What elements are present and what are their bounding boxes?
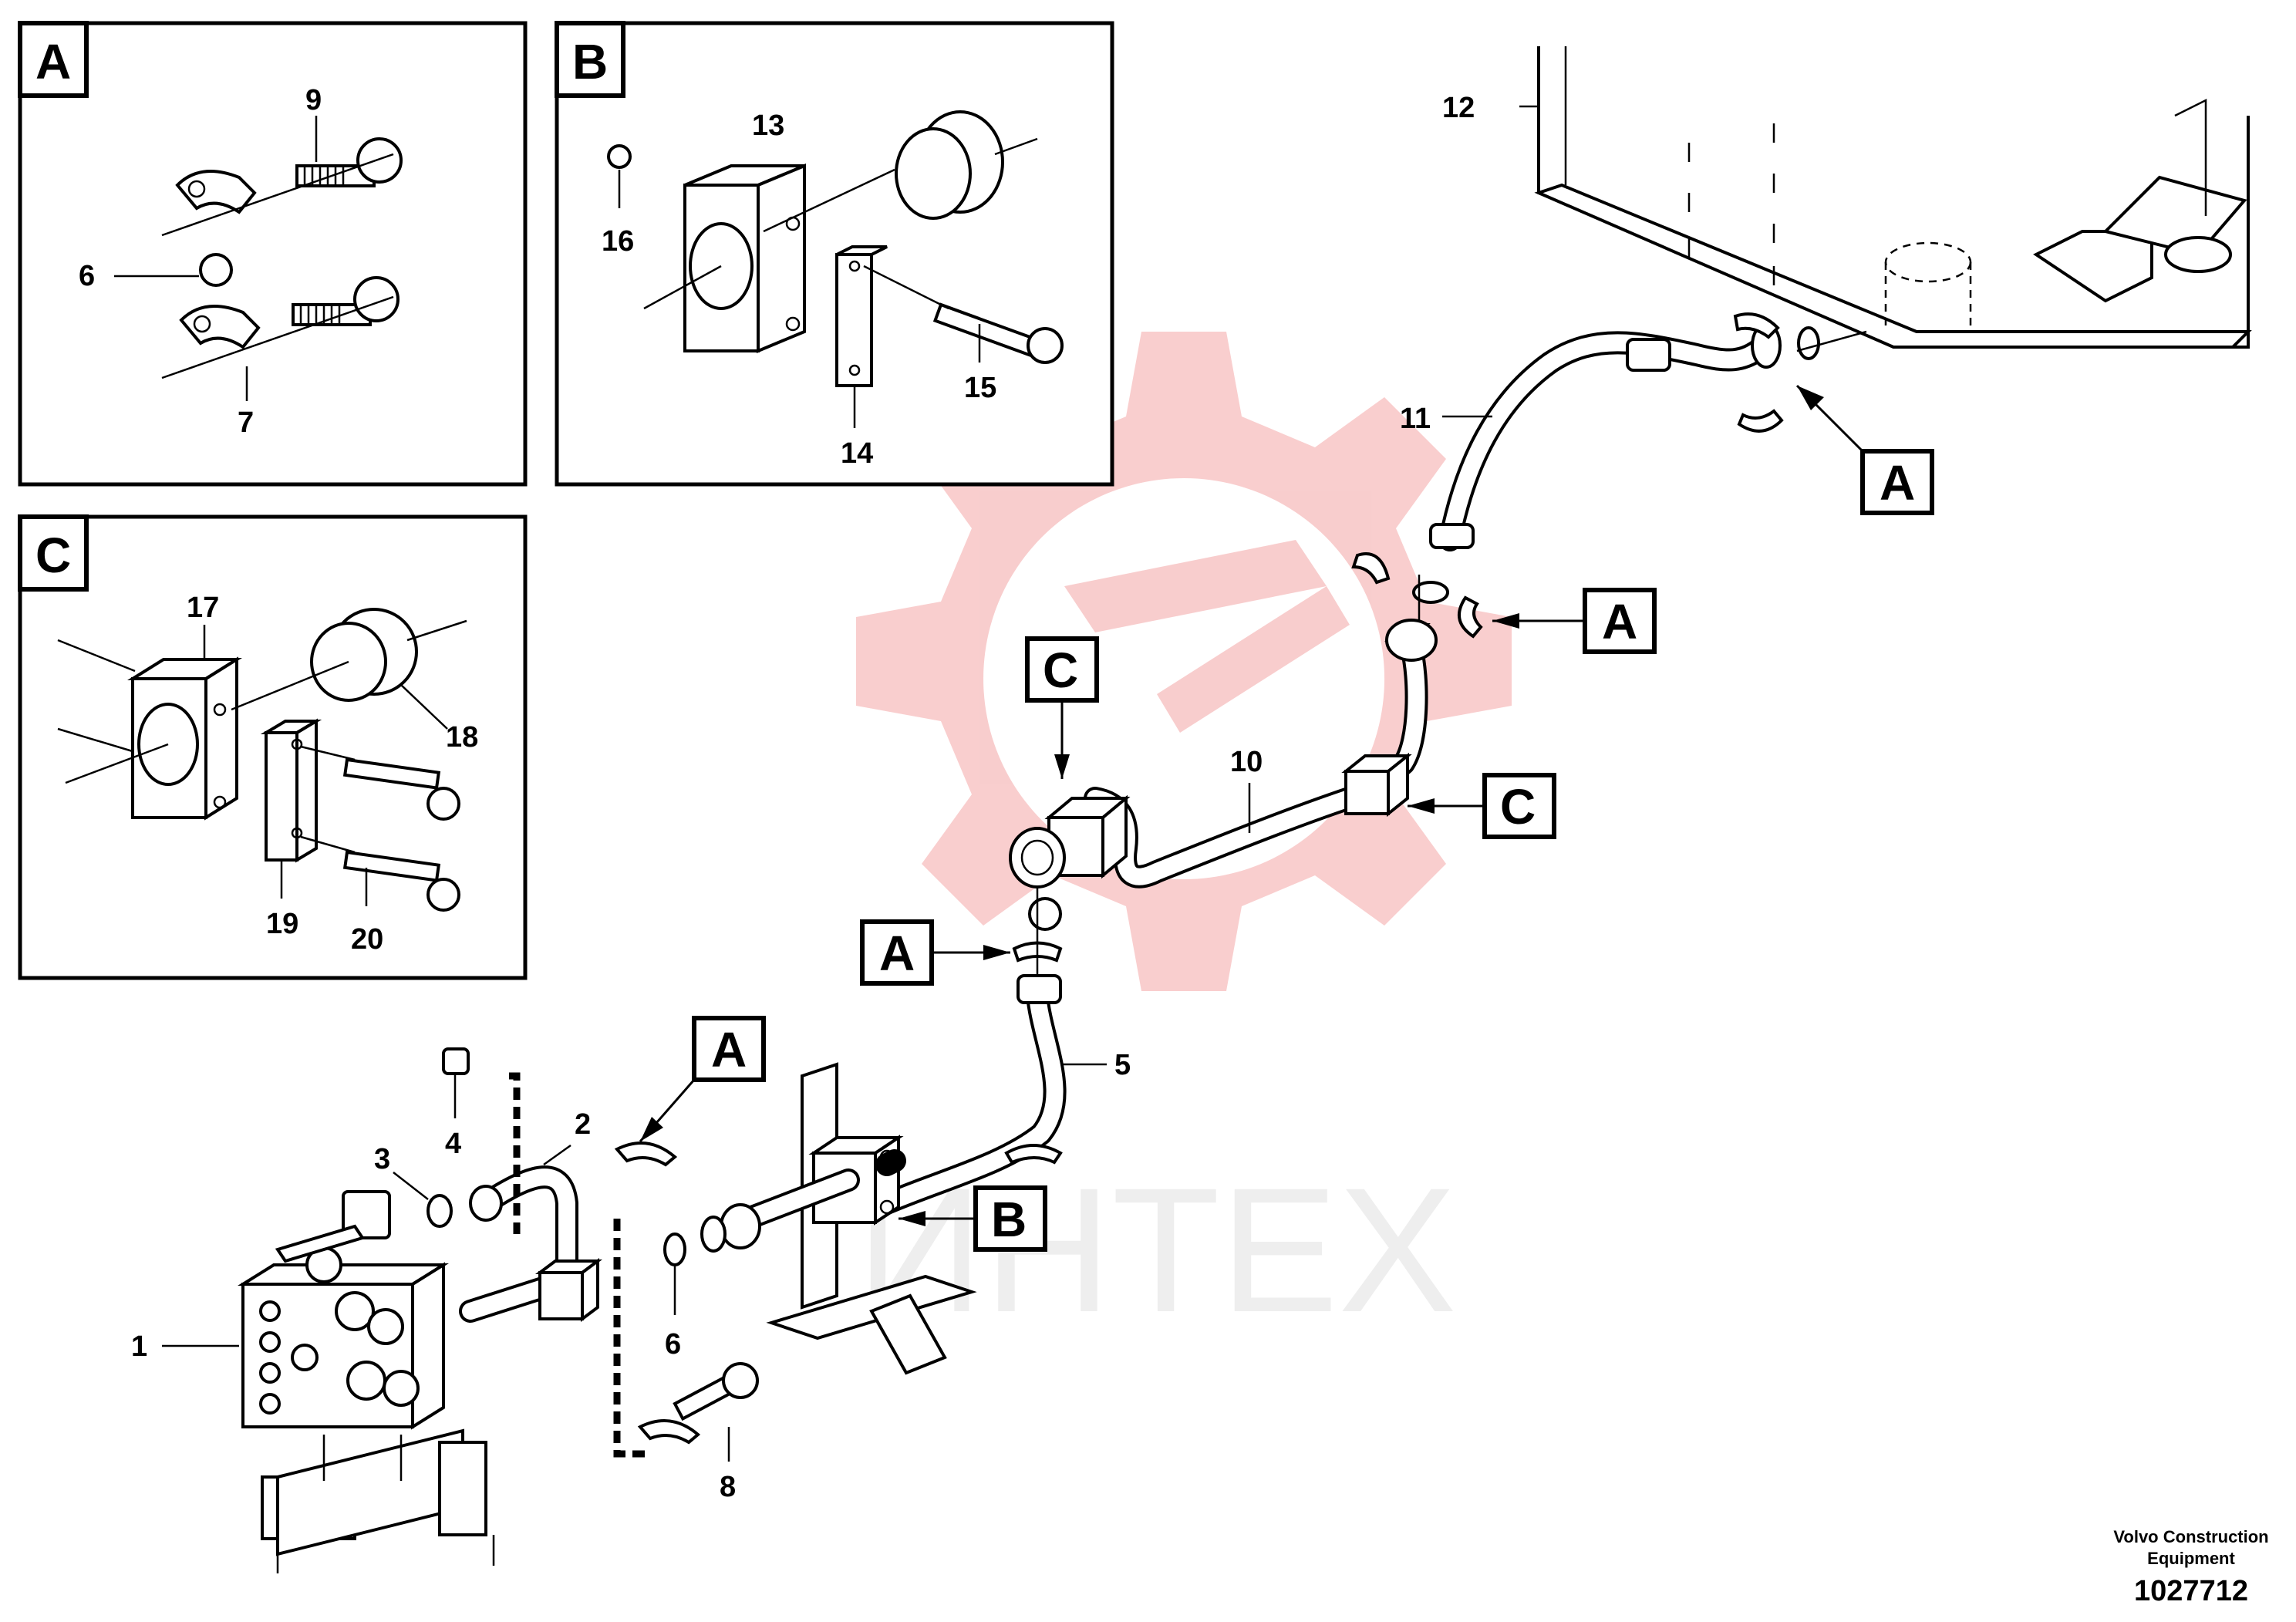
- footer-drawing-number: 1027712: [2134, 1575, 2248, 1607]
- footer-company-line2: Equipment: [2147, 1549, 2235, 1568]
- detail-box-b: B 13: [555, 21, 1114, 487]
- dashed-connection-a: [613, 1219, 648, 1458]
- detail-box-a: A 9 6 7: [18, 21, 528, 487]
- o-ring-upper: [1412, 581, 1449, 604]
- label-10: 10: [1230, 746, 1263, 778]
- callout-a-tank: A: [1795, 384, 1934, 515]
- label-3: 3: [374, 1143, 390, 1175]
- detail-box-c-letter: C: [35, 528, 71, 583]
- callout-a-middle: A: [860, 919, 1010, 986]
- label-17: 17: [187, 592, 219, 624]
- label-20: 20: [351, 923, 383, 956]
- svg-text:A: A: [1602, 594, 1637, 649]
- flange-block-c-left: [1009, 794, 1131, 889]
- pipe-clamp-c-right: [1341, 752, 1412, 818]
- footer-company-line1: Volvo Construction: [2113, 1527, 2268, 1546]
- detail-box-a-frame: [18, 21, 528, 487]
- bolt-8: [673, 1362, 759, 1421]
- hydraulic-tank-12: [1519, 46, 2252, 349]
- label-18: 18: [446, 721, 478, 754]
- clamp-half-upper: [175, 170, 257, 214]
- svg-text:A: A: [879, 926, 915, 981]
- clamp-block-13: [683, 164, 806, 353]
- clamp-half-upper-left: [1351, 552, 1391, 585]
- ring-sleeve-18: [231, 608, 467, 711]
- bolt-20-lower: [342, 850, 460, 912]
- tube-straight: [700, 1149, 906, 1253]
- label-1: 1: [131, 1330, 147, 1363]
- bolt-15: [932, 302, 1064, 364]
- detail-box-a-letter: A: [35, 34, 71, 89]
- label-7: 7: [238, 406, 254, 439]
- o-ring-middle: [1028, 897, 1062, 931]
- svg-text:A: A: [711, 1022, 747, 1077]
- label-4: 4: [445, 1128, 461, 1160]
- label-12: 12: [1442, 92, 1475, 124]
- watermark-wrench: [1064, 540, 1350, 733]
- washer-16: [607, 144, 632, 169]
- clamp-half-hose5: [1004, 1144, 1063, 1165]
- clamp-half-dashed-bottom: [637, 1419, 701, 1445]
- svg-text:B: B: [991, 1192, 1027, 1247]
- label-5: 5: [1114, 1049, 1131, 1081]
- o-ring-tank: [1797, 326, 1820, 360]
- control-valve-1: [238, 1190, 449, 1430]
- pipe-2: [459, 1165, 602, 1323]
- label-16: 16: [602, 225, 634, 258]
- label-9: 9: [305, 84, 322, 116]
- watermark-gear: [856, 332, 1512, 991]
- o-ring-6-main: [663, 1233, 686, 1266]
- dashed-connection-2: [509, 1072, 521, 1234]
- label-13: 13: [752, 110, 784, 142]
- bolt-9: [295, 137, 403, 187]
- clamp-half-tank-bottom: [1737, 409, 1784, 433]
- clamp-half-dashed-top: [614, 1141, 678, 1167]
- detail-box-c: C: [18, 514, 528, 980]
- label-19: 19: [266, 908, 298, 940]
- o-ring-3: [426, 1194, 453, 1228]
- valve-mount-frame: [261, 1428, 495, 1573]
- clamp-half-lower: [179, 305, 261, 349]
- label-2: 2: [575, 1108, 591, 1141]
- ring-sleeve: [895, 110, 1038, 220]
- svg-text:A: A: [1880, 455, 1915, 511]
- callout-a-elbow: A: [1492, 588, 1657, 654]
- detail-box-b-letter: B: [572, 34, 608, 89]
- bolt-20-upper: [342, 757, 460, 821]
- bolt-7: [292, 276, 400, 326]
- footer-block: Volvo Construction Equipment 1027712: [2113, 1527, 2268, 1607]
- svg-text:C: C: [1043, 642, 1078, 698]
- clamp-half-upper-right: [1458, 595, 1483, 639]
- label-6-main: 6: [665, 1328, 681, 1361]
- label-8: 8: [720, 1471, 736, 1503]
- callout-c-right: C: [1408, 773, 1556, 839]
- hose-11: [1429, 322, 1782, 551]
- detail-box-b-frame: [555, 21, 1114, 487]
- flange-plate-19: [260, 718, 322, 863]
- callout-a-lower: A: [639, 1016, 766, 1142]
- label-15: 15: [964, 372, 996, 404]
- clamp-half-tank-top: [1733, 312, 1780, 339]
- o-ring-6: [199, 253, 233, 287]
- callout-c-top: C: [1025, 636, 1099, 779]
- label-6: 6: [79, 260, 95, 292]
- flange-plate-14: [835, 245, 888, 387]
- label-14: 14: [841, 437, 873, 470]
- label-11: 11: [1400, 403, 1431, 435]
- svg-text:C: C: [1500, 779, 1536, 835]
- clamp-block-17: [127, 656, 242, 821]
- plug-4: [442, 1047, 470, 1118]
- callout-b: B: [899, 1185, 1047, 1252]
- hose-5: [875, 974, 1067, 1215]
